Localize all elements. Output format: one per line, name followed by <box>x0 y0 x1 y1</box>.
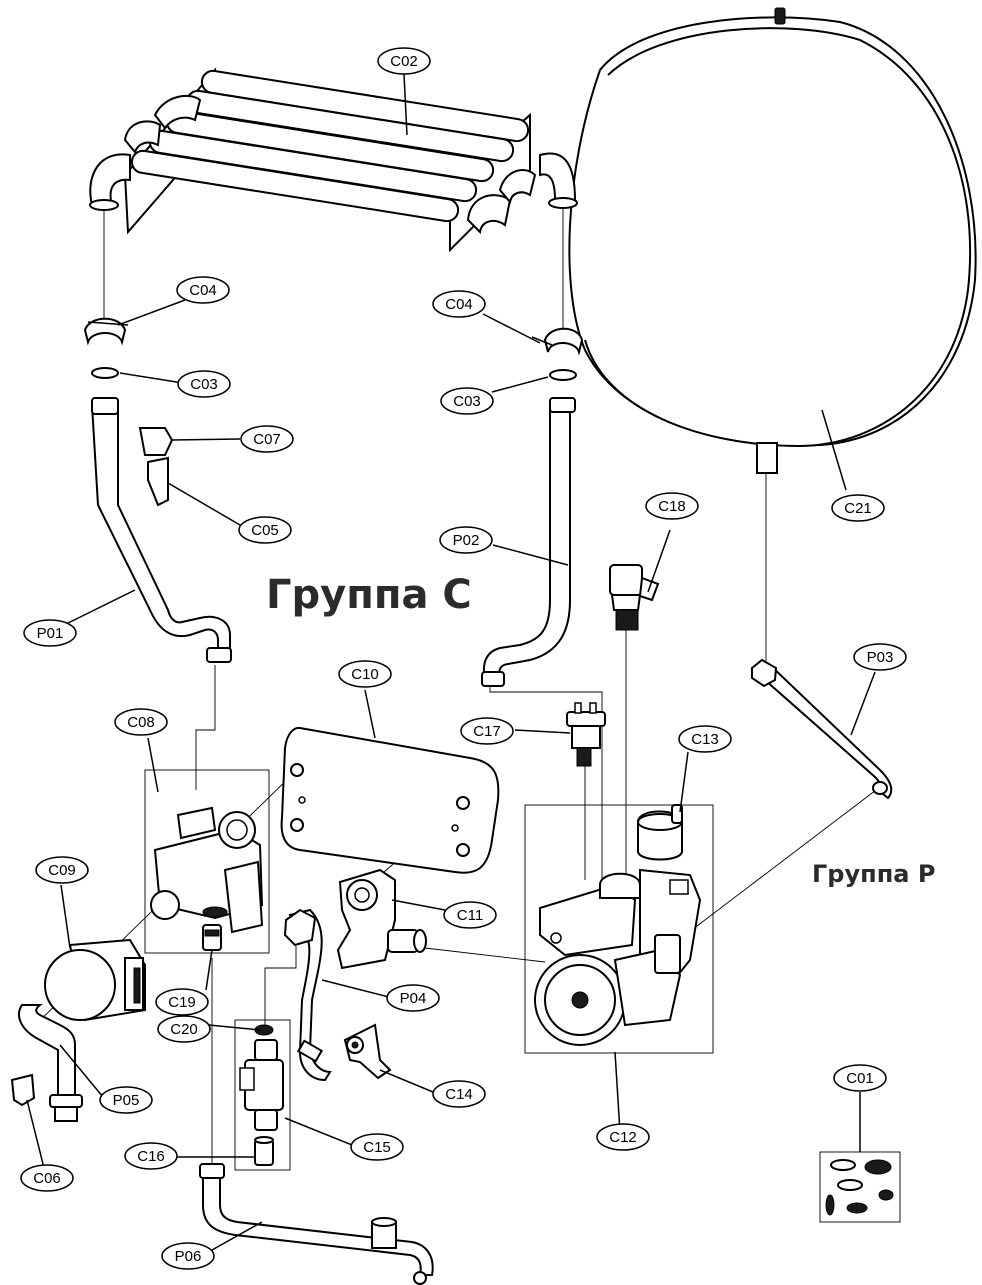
callout-c01: C01 <box>833 1064 887 1092</box>
callout-c05: C05 <box>238 516 292 544</box>
svg-text:C04: C04 <box>445 296 473 313</box>
svg-text:C12: C12 <box>609 1129 637 1146</box>
pipe-p03 <box>751 658 893 800</box>
callout-c04-left: C04 <box>176 276 230 304</box>
svg-text:C09: C09 <box>48 862 76 879</box>
svg-text:C17: C17 <box>473 723 501 740</box>
svg-text:C04: C04 <box>189 282 217 299</box>
callout-c17: C17 <box>460 717 514 745</box>
clip-c05 <box>147 456 169 507</box>
seal-kit <box>819 1151 901 1223</box>
callout-p02: P02 <box>439 526 493 554</box>
svg-text:C02: C02 <box>390 53 418 70</box>
callout-c14: C14 <box>432 1080 486 1108</box>
fitting-c11 <box>336 868 427 970</box>
group-box-c08 <box>144 769 270 954</box>
pipe-p05 <box>18 1004 83 1122</box>
clip-c06 <box>10 1073 36 1107</box>
svg-text:C08: C08 <box>127 714 155 731</box>
clamp-left <box>83 317 129 346</box>
svg-text:C07: C07 <box>253 431 281 448</box>
o-ring-right <box>549 369 577 381</box>
group-box-c12 <box>524 804 714 1054</box>
group-label-c: Группа С <box>266 572 472 618</box>
callout-c16: C16 <box>124 1142 178 1170</box>
svg-text:C11: C11 <box>457 907 483 924</box>
filter-c19 <box>202 924 222 951</box>
svg-text:C18: C18 <box>658 498 686 515</box>
callout-c10: C10 <box>338 660 392 688</box>
svg-text:C21: C21 <box>844 500 872 517</box>
callout-c20: C20 <box>157 1015 211 1043</box>
svg-text:C05: C05 <box>251 522 279 539</box>
svg-text:P03: P03 <box>867 649 894 666</box>
svg-text:P05: P05 <box>113 1092 140 1109</box>
svg-text:C13: C13 <box>691 731 719 748</box>
svg-text:C03: C03 <box>453 393 481 410</box>
diverter-motor <box>44 938 146 1022</box>
svg-text:C03: C03 <box>190 376 218 393</box>
svg-text:C01: C01 <box>846 1070 874 1087</box>
drain-valve <box>343 1023 392 1080</box>
svg-text:C15: C15 <box>363 1139 391 1156</box>
svg-text:C14: C14 <box>445 1086 473 1103</box>
callout-c11: C11 <box>443 901 497 929</box>
callout-c12: C12 <box>596 1123 650 1151</box>
callout-p06: P06 <box>161 1242 215 1270</box>
callout-c13: C13 <box>678 725 732 753</box>
callout-c15: C15 <box>350 1133 404 1161</box>
flow-sensor <box>239 1039 284 1131</box>
callout-c07: C07 <box>240 425 294 453</box>
hydraulic-block <box>150 806 264 934</box>
callouts: C02 C04 C03 C04 C03 C07 C05 C18 C21 P02 … <box>20 47 907 1270</box>
svg-text:P02: P02 <box>453 532 480 549</box>
callout-c19: C19 <box>155 988 209 1016</box>
svg-text:C10: C10 <box>351 666 379 683</box>
callout-c04-right: C04 <box>432 290 486 318</box>
callout-p03: P03 <box>853 643 907 671</box>
callout-p05: P05 <box>99 1086 153 1114</box>
callout-c21: C21 <box>831 494 885 522</box>
circulation-pump <box>534 868 702 1046</box>
callout-c06: C06 <box>20 1164 74 1192</box>
callout-c03-right: C03 <box>440 387 494 415</box>
cartridge-c16 <box>254 1136 274 1166</box>
air-vent <box>637 804 683 861</box>
safety-valve <box>609 564 660 631</box>
group-label-p: Группа Р <box>812 860 935 888</box>
pipe-p04 <box>283 908 332 1082</box>
expansion-vessel <box>568 7 977 474</box>
clamp-right <box>531 327 584 356</box>
group-box-c15 <box>234 1019 291 1171</box>
callout-p04: P04 <box>386 984 440 1012</box>
svg-text:C16: C16 <box>137 1148 165 1165</box>
leader-lines <box>26 73 876 1251</box>
plate-heat-exchanger <box>280 726 500 874</box>
heat-exchanger <box>89 67 578 253</box>
callout-p01: P01 <box>23 619 77 647</box>
callout-c18: C18 <box>645 492 699 520</box>
callout-c03-left: C03 <box>177 370 231 398</box>
svg-text:P04: P04 <box>400 990 427 1007</box>
pipe-p02 <box>481 397 576 687</box>
callout-c09: C09 <box>35 856 89 884</box>
svg-text:C19: C19 <box>168 994 196 1011</box>
pipe-p01 <box>90 397 232 663</box>
clip-c07 <box>138 427 174 456</box>
pipe-p06 <box>199 1163 434 1285</box>
svg-text:C20: C20 <box>170 1021 198 1038</box>
svg-text:C06: C06 <box>33 1170 61 1187</box>
svg-text:P06: P06 <box>175 1248 202 1265</box>
callout-c08: C08 <box>114 708 168 736</box>
o-ring-left <box>91 367 119 379</box>
callout-c02: C02 <box>377 47 431 75</box>
pressure-sensor <box>566 702 606 767</box>
svg-text:P01: P01 <box>37 625 64 642</box>
